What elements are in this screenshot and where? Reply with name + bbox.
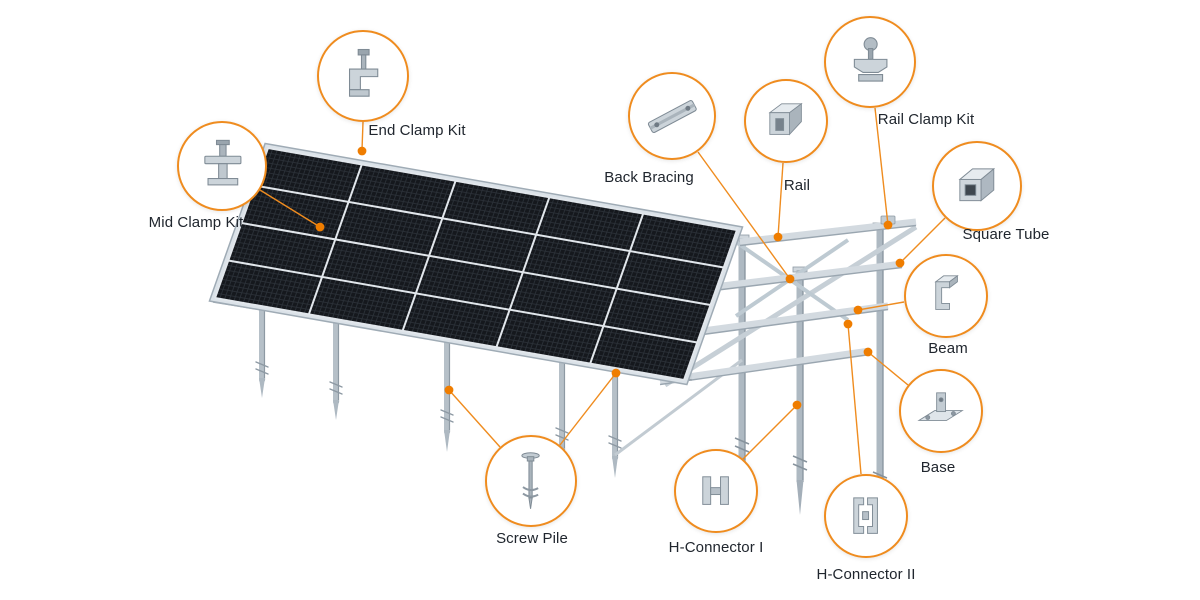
leader-lines <box>259 107 946 475</box>
label-rail-clamp-kit: Rail Clamp Kit <box>877 111 975 128</box>
label-rail: Rail <box>783 177 811 194</box>
beam-icon <box>934 275 960 311</box>
callout-base <box>899 369 983 453</box>
solar-panel-array <box>209 144 742 385</box>
callout-h-connector-1 <box>674 449 758 533</box>
h-connector-1-icon <box>702 476 730 506</box>
callout-mid-clamp-kit <box>177 121 267 211</box>
label-screw-pile: Screw Pile <box>496 530 568 547</box>
callout-back-bracing <box>628 72 716 160</box>
rail-clamp-kit-icon <box>854 37 888 83</box>
square-tube-icon <box>958 168 996 202</box>
label-h-connector-2: H-Connector II <box>816 566 916 583</box>
label-mid-clamp-kit: Mid Clamp Kit <box>148 214 244 231</box>
label-back-bracing: Back Bracing <box>604 169 694 186</box>
back-bracing-icon <box>647 99 697 133</box>
callout-screw-pile <box>485 435 577 527</box>
label-square-tube: Square Tube <box>962 226 1050 243</box>
label-h-connector-1: H-Connector I <box>668 539 764 556</box>
leader-dots <box>315 146 905 410</box>
label-beam: Beam <box>928 340 968 357</box>
label-end-clamp-kit: End Clamp Kit <box>368 122 466 139</box>
base-icon <box>917 392 965 422</box>
screw-pile-icon <box>521 452 541 510</box>
rail-icon <box>768 103 804 136</box>
front-screw-piles <box>255 303 622 478</box>
callout-beam <box>904 254 988 338</box>
callout-h-connector-2 <box>824 474 908 558</box>
label-base: Base <box>920 459 956 476</box>
h-connector-2-icon <box>853 497 879 535</box>
callout-square-tube <box>932 141 1022 231</box>
callout-rail <box>744 79 828 163</box>
mid-clamp-kit-icon <box>204 140 242 186</box>
callout-rail-clamp-kit <box>824 16 916 108</box>
end-clamp-kit-icon <box>349 49 379 98</box>
callout-end-clamp-kit <box>317 30 409 122</box>
